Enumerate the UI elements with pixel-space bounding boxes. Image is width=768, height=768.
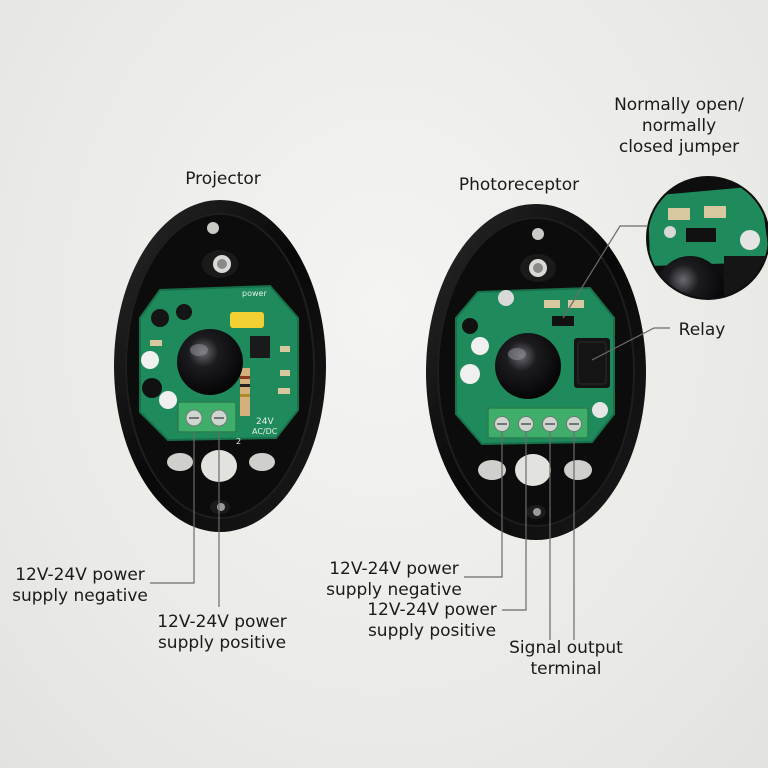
leader-proj-neg <box>150 432 195 584</box>
projector-positive-label: 12V-24V power supply positive <box>148 612 296 654</box>
signal-output-line-1: Signal output <box>509 638 623 658</box>
projector-negative-line-2: supply negative <box>12 586 148 606</box>
relay-label: Relay <box>678 320 726 340</box>
jumper-label-line-2: normally <box>641 116 717 136</box>
pcb-power-mark: power <box>242 289 267 298</box>
relay <box>574 338 610 388</box>
title-photoreceptor: Photoreceptor <box>458 175 580 195</box>
jumper-label-line-1: Normally open/ <box>614 95 744 115</box>
leader-recv-pos <box>502 432 527 611</box>
leader-relay <box>591 327 670 361</box>
photoreceptor-negative-line-2: supply negative <box>326 580 462 600</box>
jumper-label-line-3: closed jumper <box>618 137 740 157</box>
photoreceptor-pcb <box>455 286 615 446</box>
jumper-label: Normally open/ normally closed jumper <box>598 95 760 158</box>
photoreceptor-positive-line-1: 12V-24V power <box>367 600 497 620</box>
projector-negative-label: 12V-24V power supply negative <box>6 565 154 607</box>
title-projector: Projector <box>185 169 261 189</box>
photoreceptor-positive-line-2: supply positive <box>367 621 497 641</box>
photoreceptor-negative-label: 12V-24V power supply negative <box>320 559 468 601</box>
projector-positive-line-1: 12V-24V power <box>157 612 287 632</box>
projector-negative-line-1: 12V-24V power <box>15 565 145 585</box>
projector-pcb: power 24V AC/DC 2 <box>139 284 299 446</box>
leader-jumper <box>562 225 648 319</box>
projector-positive-line-2: supply positive <box>157 633 287 653</box>
signal-output-label: Signal output terminal <box>500 638 632 680</box>
jumper-closeup-inset <box>646 176 768 300</box>
pcb-voltage-mark-1: 24V <box>256 417 274 427</box>
leader-lines <box>150 225 670 640</box>
leader-recv-neg <box>464 432 503 578</box>
signal-output-line-2: terminal <box>530 659 602 679</box>
photoreceptor-negative-line-1: 12V-24V power <box>329 559 459 579</box>
pcb-voltage-mark-2: AC/DC <box>252 427 278 436</box>
photoreceptor-positive-label: 12V-24V power supply positive <box>358 600 506 642</box>
pcb-terminal-mark: 2 <box>236 437 241 446</box>
